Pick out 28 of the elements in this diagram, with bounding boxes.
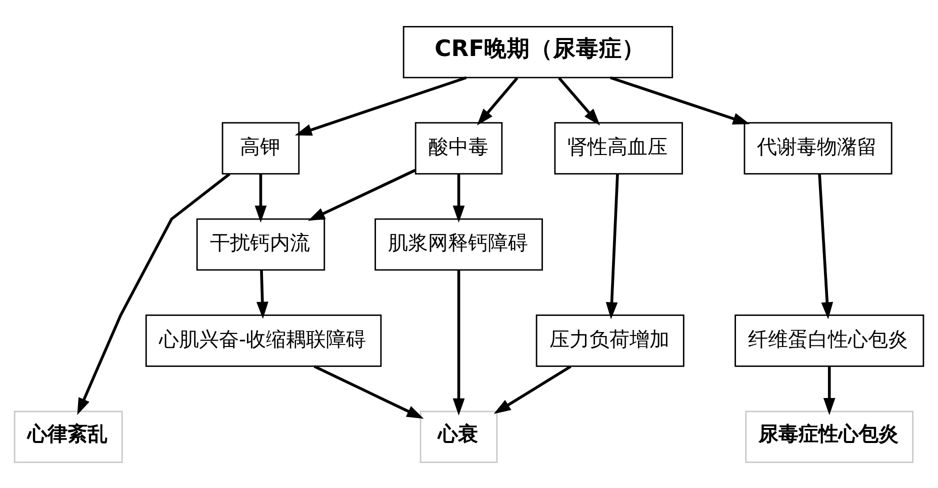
arrow [314, 364, 424, 418]
node-box: CRF晚期（尿毒症） [402, 25, 674, 78]
node-box: 心衰 [420, 410, 498, 463]
arrow [77, 172, 230, 415]
arrow [476, 76, 518, 125]
node-box: 酸中毒 [414, 122, 503, 174]
node-box: 高钾 [222, 122, 300, 174]
node-box: 代谢毒物潴留 [744, 122, 892, 174]
arrow [494, 364, 572, 414]
arrow [452, 174, 465, 222]
node-box: 干扰钙内流 [196, 218, 326, 270]
arrow [294, 76, 467, 136]
node-box: 心肌兴奋-收缩耦联障碍 [145, 314, 382, 366]
arrow [452, 270, 465, 415]
arrow [558, 76, 600, 125]
arrow [823, 366, 836, 415]
node-box: 心律紊乱 [14, 410, 123, 463]
arrow [610, 76, 750, 124]
node-box: 肾性高血压 [554, 122, 683, 174]
node-box: 肌浆网释钙障碍 [374, 218, 543, 270]
arrow [256, 270, 268, 318]
arrow [308, 168, 416, 220]
arrow [818, 174, 834, 319]
node-box: 纤维蛋白性心包炎 [734, 314, 924, 366]
node-box: 尿毒症性心包炎 [745, 410, 914, 463]
arrow [254, 174, 267, 222]
arrow [606, 174, 619, 319]
node-box: 压力负荷增加 [536, 314, 684, 366]
